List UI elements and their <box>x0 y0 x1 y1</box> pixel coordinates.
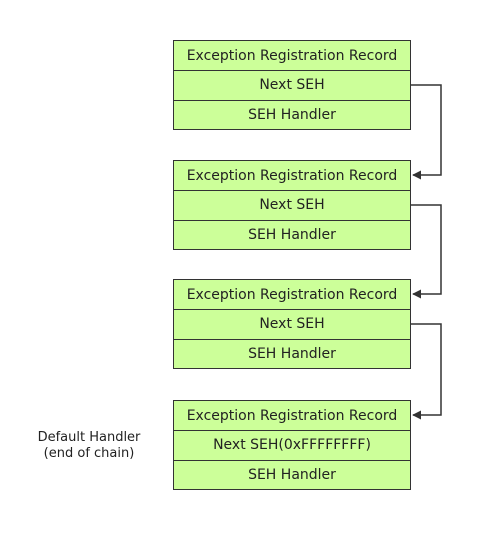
default-handler-label: Default Handler (end of chain) <box>24 430 154 462</box>
next-seh-field: Next SEH <box>173 191 411 221</box>
seh-handler-field: SEH Handler <box>173 339 411 369</box>
end-of-chain-note: (end of chain) <box>43 446 135 461</box>
next-seh-field: Next SEH(0xFFFFFFFF) <box>173 431 411 461</box>
chain-link-arrow-3 <box>411 323 442 420</box>
seh-handler-field: SEH Handler <box>173 460 411 490</box>
exception-registration-record-2: Exception Registration Record Next SEH S… <box>173 160 411 250</box>
exception-registration-record-1: Exception Registration Record Next SEH S… <box>173 40 411 130</box>
seh-handler-field: SEH Handler <box>173 220 411 250</box>
record-header: Exception Registration Record <box>173 160 411 191</box>
exception-registration-record-3: Exception Registration Record Next SEH S… <box>173 279 411 369</box>
default-handler-title: Default Handler <box>37 430 141 445</box>
exception-registration-record-4: Exception Registration Record Next SEH(0… <box>173 400 411 490</box>
chain-link-arrow-2 <box>411 204 442 299</box>
record-header: Exception Registration Record <box>173 400 411 431</box>
record-header: Exception Registration Record <box>173 279 411 310</box>
next-seh-field: Next SEH <box>173 310 411 340</box>
next-seh-field: Next SEH <box>173 71 411 101</box>
seh-handler-field: SEH Handler <box>173 100 411 130</box>
chain-link-arrow-1 <box>411 84 442 180</box>
record-header: Exception Registration Record <box>173 40 411 71</box>
